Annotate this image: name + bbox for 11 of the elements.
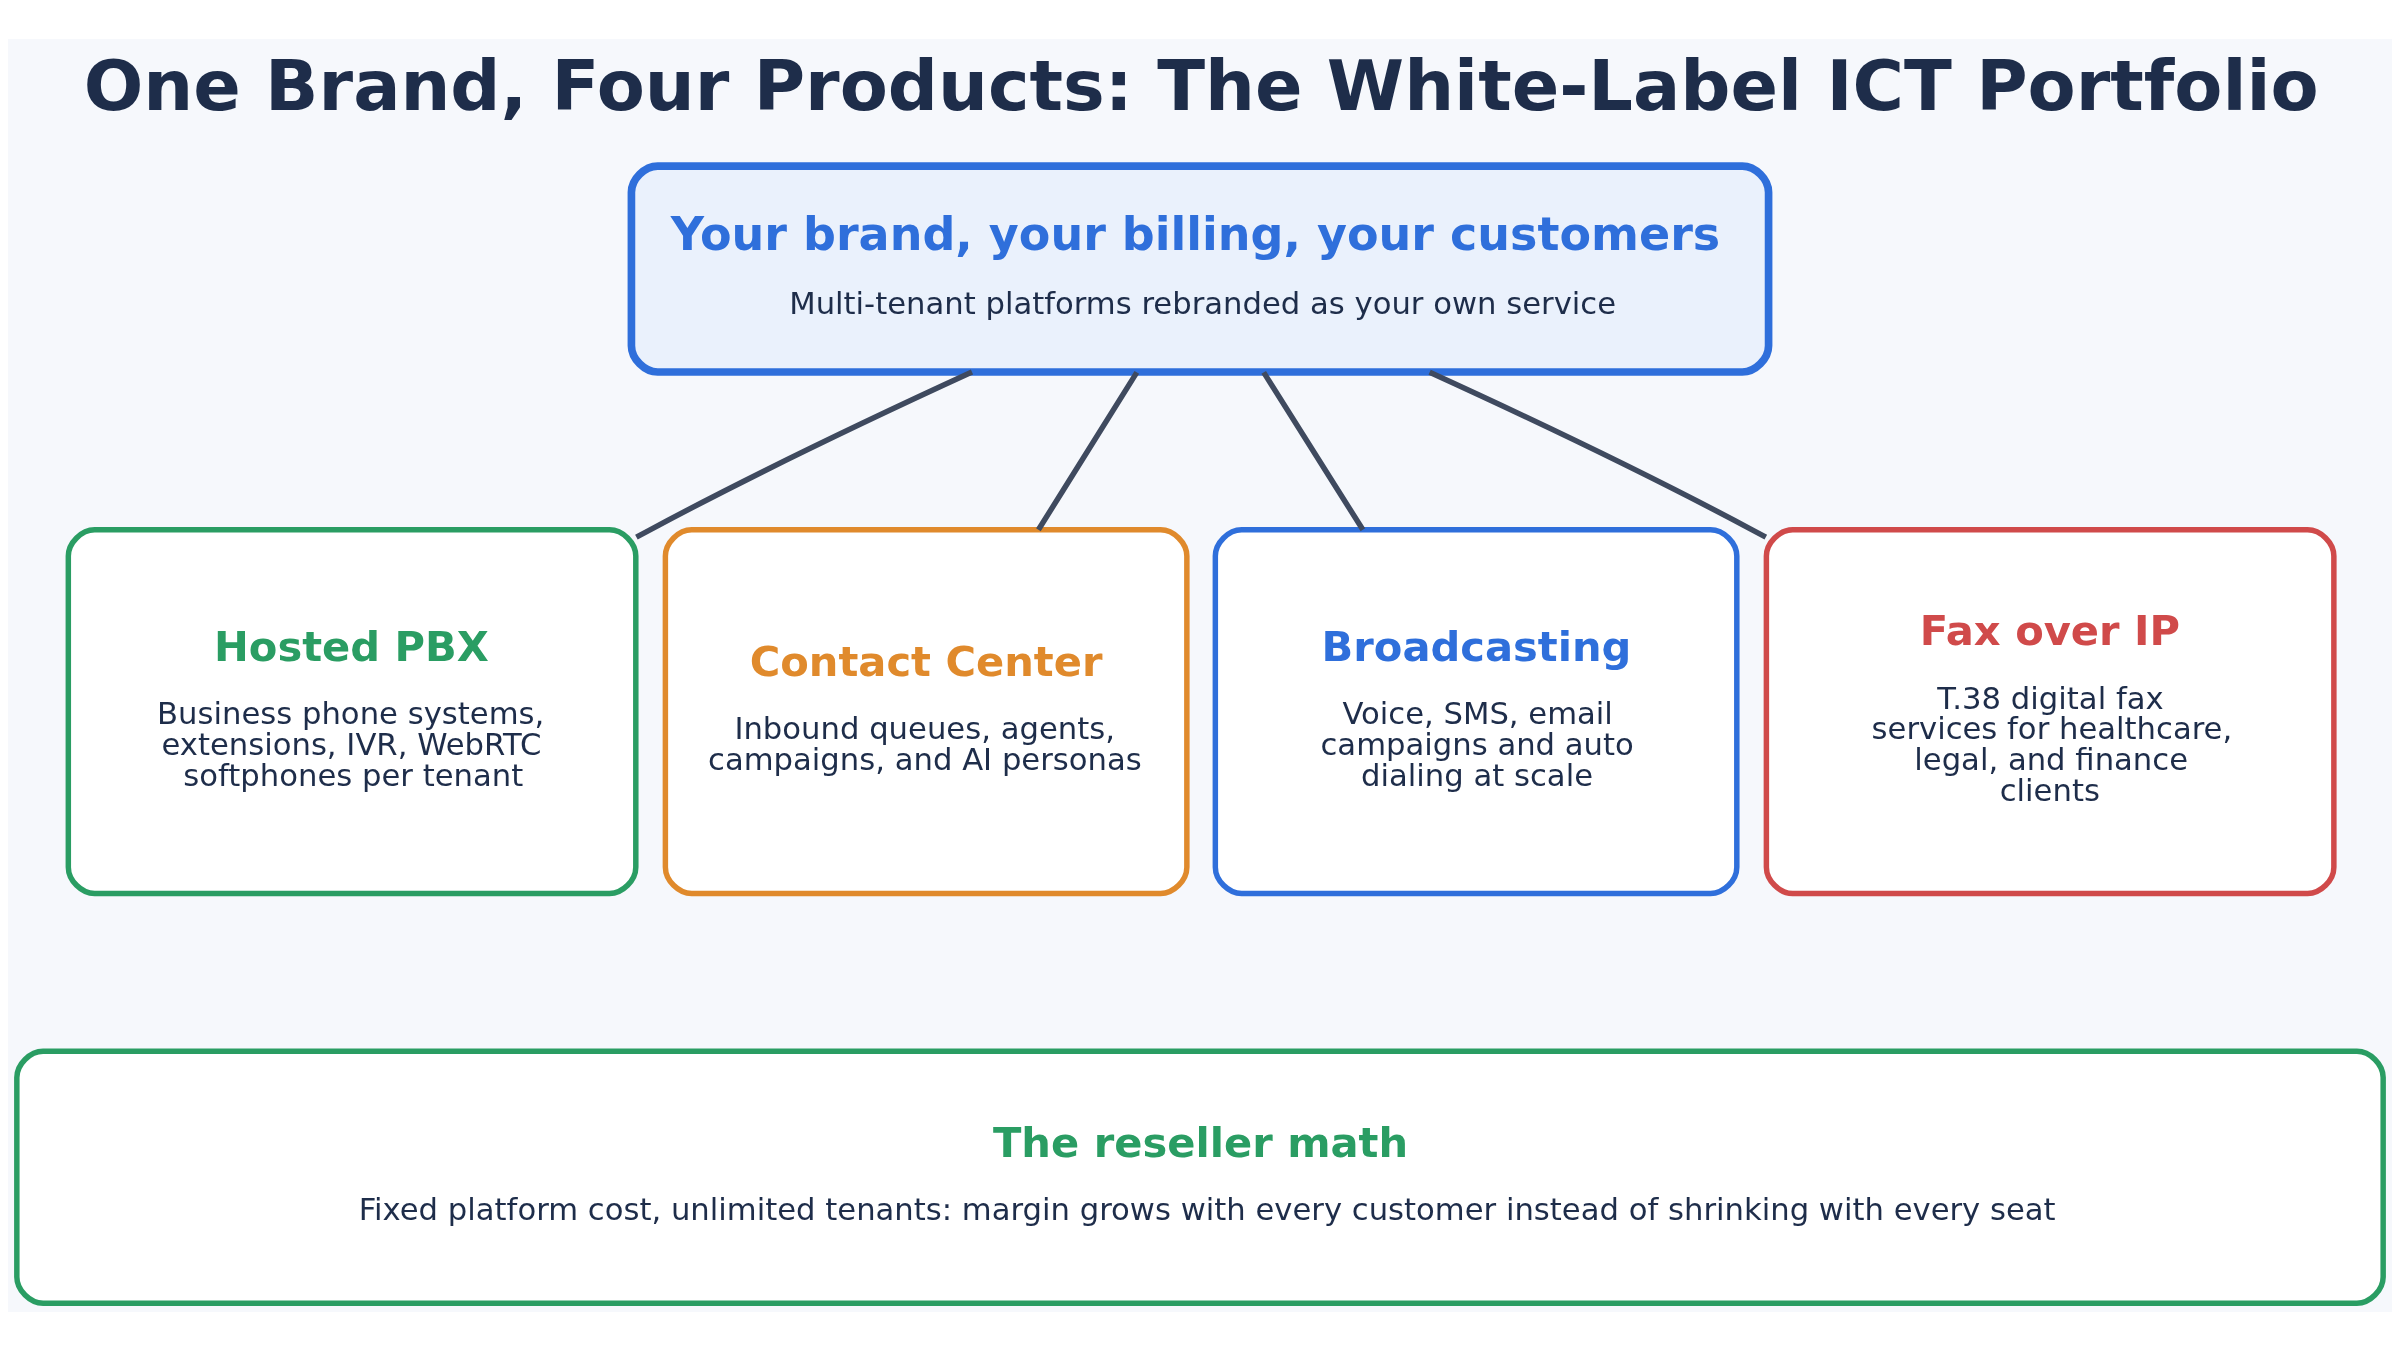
connector <box>1036 370 1140 531</box>
node-box: Your brand, your billing, your customers Multi-tenant platforms rebranded as your own service <box>627 161 1773 376</box>
node-box: Contact Center Inbound queues, agents, campaigns, and AI personas <box>662 526 1190 896</box>
connector <box>635 369 974 540</box>
node-box: Hosted PBX Business phone systems, extensions, IVR, WebRTC softphones per tenant <box>65 526 639 896</box>
node-box: Fax over IP T.38 digital fax services for healthcare, legal, and finance clients <box>1763 526 2337 896</box>
connector <box>1428 369 1768 540</box>
node-box: Broadcasting Voice, SMS, email campaigns and auto dialing at scale <box>1212 526 1740 896</box>
connector <box>1261 370 1366 531</box>
node-box: The reseller math Fixed platform cost, unlimited tenants: margin grows with every customer instead of shrinking with every seat <box>14 1048 2386 1306</box>
diagram-title: One Brand, Four Products: The White-Label ICT Portfolio <box>83 44 2319 127</box>
